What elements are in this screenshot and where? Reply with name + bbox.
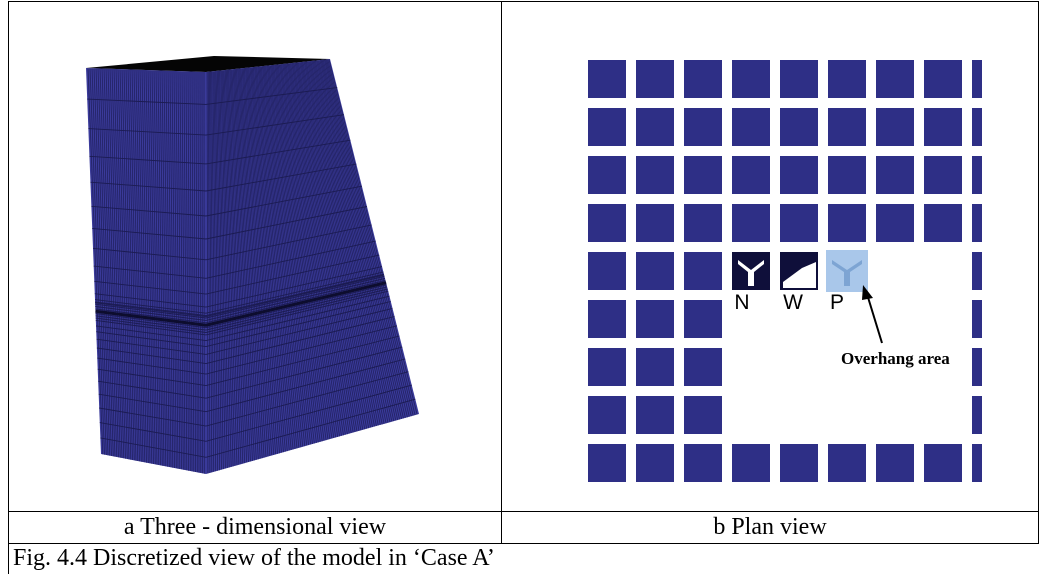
mesh-block bbox=[732, 60, 770, 98]
mesh-block bbox=[972, 396, 982, 434]
figure-table: N W P Overhang area a Three - dimensiona… bbox=[8, 1, 1039, 574]
mesh-block bbox=[972, 252, 982, 290]
panel-a-cell bbox=[8, 1, 502, 512]
overhang-arrow-head bbox=[862, 285, 873, 300]
mesh-block bbox=[684, 108, 722, 146]
mesh-block bbox=[588, 348, 626, 386]
mesh-block bbox=[588, 60, 626, 98]
cube-horizontal-mesh-lines bbox=[87, 87, 416, 458]
mesh-block bbox=[588, 444, 626, 482]
plan-view-grid: N W P Overhang area bbox=[588, 60, 982, 482]
mesh-block bbox=[972, 60, 982, 98]
label-w: W bbox=[783, 291, 803, 314]
cell-n-mark bbox=[738, 260, 764, 286]
mesh-block bbox=[684, 60, 722, 98]
mesh-block bbox=[636, 60, 674, 98]
figure-caption-row: Fig. 4.4 Discretized view of the model i… bbox=[8, 543, 1039, 574]
mesh-block bbox=[924, 444, 962, 482]
mesh-block bbox=[924, 60, 962, 98]
panel-b-caption: b Plan view bbox=[713, 514, 827, 540]
mesh-block bbox=[972, 300, 982, 338]
mesh-block bbox=[732, 108, 770, 146]
mesh-block bbox=[972, 156, 982, 194]
mesh-block bbox=[972, 444, 982, 482]
mesh-cube-3d bbox=[86, 56, 419, 474]
mesh-block bbox=[684, 348, 722, 386]
mesh-block bbox=[684, 252, 722, 290]
mesh-block bbox=[636, 156, 674, 194]
mesh-block bbox=[636, 204, 674, 242]
mesh-block bbox=[636, 396, 674, 434]
mesh-block bbox=[780, 444, 818, 482]
cube-top-face bbox=[86, 56, 330, 72]
mesh-block bbox=[684, 156, 722, 194]
mesh-block bbox=[780, 108, 818, 146]
mesh-block bbox=[876, 444, 914, 482]
mesh-block bbox=[972, 204, 982, 242]
mesh-block bbox=[588, 108, 626, 146]
mesh-block bbox=[732, 444, 770, 482]
mesh-block bbox=[924, 204, 962, 242]
figure-caption: Fig. 4.4 Discretized view of the model i… bbox=[13, 545, 495, 571]
panel-a-caption: a Three - dimensional view bbox=[123, 514, 387, 540]
overhang-area-label: Overhang area bbox=[841, 349, 950, 368]
mesh-block bbox=[828, 108, 866, 146]
mesh-block bbox=[732, 156, 770, 194]
mesh-block bbox=[636, 444, 674, 482]
cell-w-mark bbox=[783, 262, 816, 288]
mesh-block bbox=[636, 348, 674, 386]
mesh-block bbox=[636, 108, 674, 146]
cube-mid-seam bbox=[95, 281, 387, 327]
mesh-block bbox=[684, 300, 722, 338]
cell-p-mark bbox=[832, 260, 862, 286]
mesh-block bbox=[636, 252, 674, 290]
mesh-block bbox=[828, 156, 866, 194]
mesh-block bbox=[828, 444, 866, 482]
mesh-block bbox=[972, 108, 982, 146]
mesh-block bbox=[972, 348, 982, 386]
mesh-block bbox=[588, 156, 626, 194]
overhang-arrow-shaft bbox=[866, 293, 883, 344]
panel-a-caption-cell: a Three - dimensional view bbox=[8, 511, 502, 544]
mesh-block bbox=[828, 204, 866, 242]
label-p: P bbox=[830, 291, 844, 314]
mesh-block bbox=[684, 396, 722, 434]
mesh-block bbox=[636, 300, 674, 338]
cube-vertical-mesh-lines bbox=[87, 59, 418, 474]
mesh-block bbox=[684, 204, 722, 242]
mesh-block bbox=[588, 300, 626, 338]
panel-b-caption-cell: b Plan view bbox=[501, 511, 1039, 544]
mesh-block bbox=[924, 156, 962, 194]
mesh-block bbox=[684, 444, 722, 482]
mesh-block bbox=[588, 252, 626, 290]
mesh-block bbox=[780, 60, 818, 98]
mesh-block bbox=[924, 108, 962, 146]
label-n: N bbox=[734, 291, 749, 314]
mesh-block bbox=[876, 156, 914, 194]
panel-b-cell: N W P Overhang area bbox=[501, 1, 1039, 512]
mesh-block bbox=[780, 204, 818, 242]
mesh-block bbox=[732, 204, 770, 242]
mesh-block bbox=[780, 156, 818, 194]
mesh-block bbox=[876, 60, 914, 98]
mesh-block bbox=[828, 60, 866, 98]
mesh-block bbox=[876, 204, 914, 242]
mesh-block bbox=[876, 108, 914, 146]
mesh-block bbox=[588, 396, 626, 434]
mesh-block bbox=[588, 204, 626, 242]
